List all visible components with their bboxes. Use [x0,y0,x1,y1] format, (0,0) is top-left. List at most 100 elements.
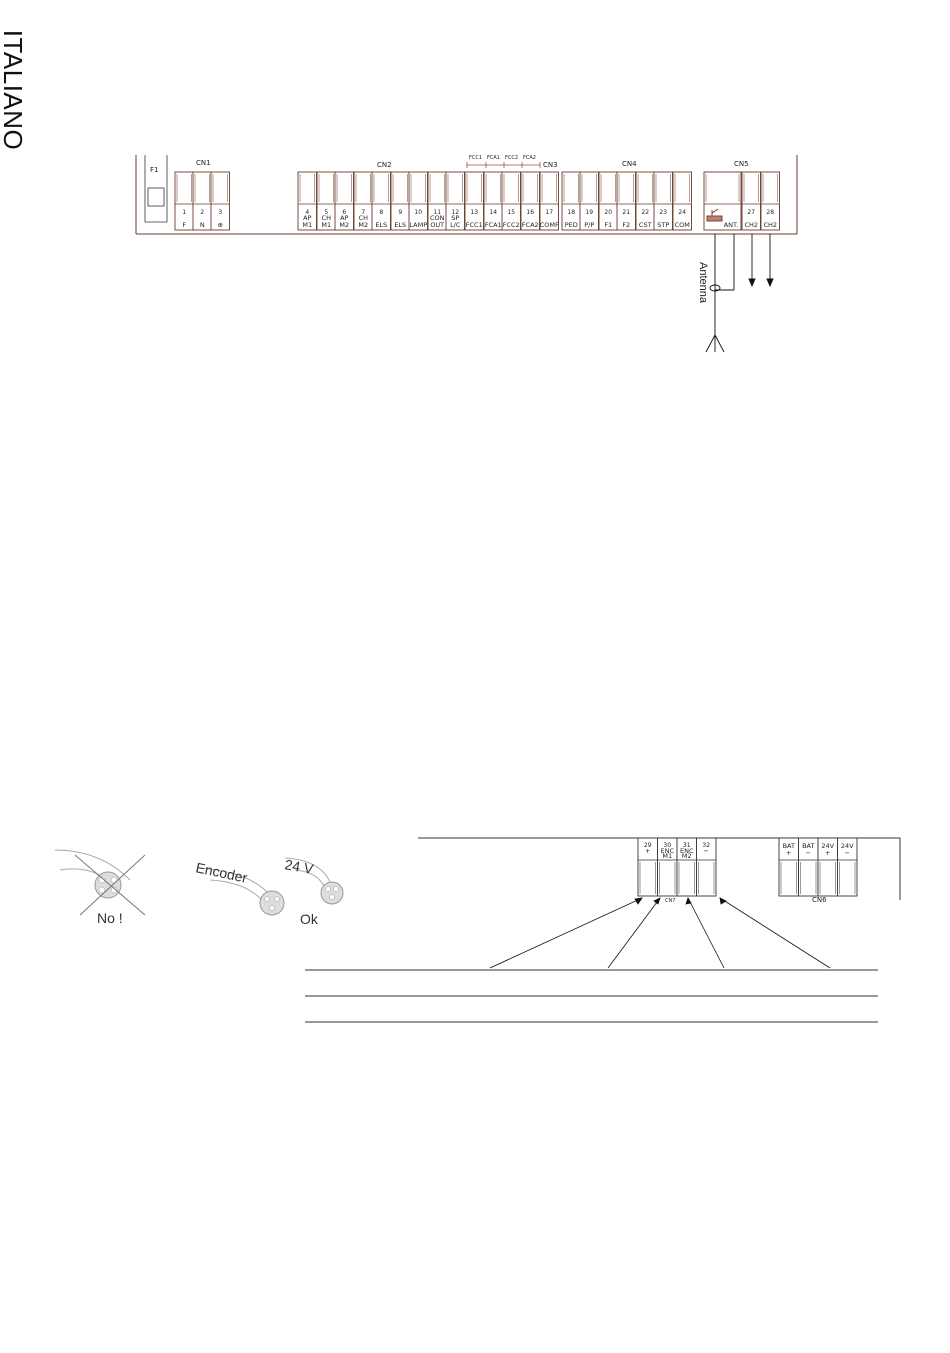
cn5-label: CN5 [734,160,749,168]
terminal-number: 20 [604,209,612,216]
terminal-number: 12 [451,209,459,216]
terminal-number: 2 [200,209,204,216]
terminal-number: 11 [433,209,441,216]
terminal-sublabel: M1 [662,852,672,860]
terminal-label: FCC2 [503,221,520,229]
cn6-label: CN6 [812,896,827,904]
terminal-label: STP [657,221,669,229]
terminal-number: 5 [324,209,328,216]
terminal-label: FCC1 [466,221,483,229]
top-terminal-1: 1F [174,171,194,231]
limit-switch-jumpers [466,162,541,168]
terminal-number: 1 [182,209,186,216]
terminal-label: AP [303,214,311,222]
terminal-label: P/P [584,221,594,229]
terminal-label: + [645,847,650,855]
terminal-label: BAT [802,842,814,850]
terminal-label: BAT [783,842,795,850]
terminal-sublabel: M2 [339,221,349,229]
cn6-terminal-2: 24V+ [817,837,838,897]
encoder-label: Encoder [194,859,249,886]
ok-label: Ok [300,911,319,927]
terminal-label: F1 [604,221,612,229]
top-label-fca2: FCA2 [523,155,536,161]
terminal-label: CH [359,214,369,222]
terminal-label: 24V [821,842,834,850]
antenna-label: Antenna [697,262,709,304]
cn6-terminal-strip: BAT+BAT−24V+24V− [778,837,858,897]
cn7-terminal-0: 29+ [637,837,658,897]
terminal-number: 15 [507,209,515,216]
terminal-label: N [200,221,205,229]
terminal-label: AP [340,214,348,222]
terminal-number: 18 [567,209,575,216]
top-terminal-19: 19P/P [579,171,599,231]
terminal-sublabel: + [786,849,791,857]
terminal-label: LAMP [409,221,427,229]
terminal-number: 17 [545,209,553,216]
terminal-number: 6 [342,209,346,216]
top-label-fcc1: FCC1 [469,155,482,161]
v24-label: 24 V [283,856,315,877]
terminal-label: ELS [394,221,406,229]
leader-lines [489,897,831,969]
terminal-label: F [182,221,186,229]
terminal-sublabel: − [845,849,850,857]
terminal-sublabel: − [806,849,811,857]
terminal-label: CST [639,221,652,229]
antenna-wiring [705,234,735,353]
power-connector-icon [284,857,344,905]
top-label-fca1: FCA1 [487,155,500,161]
antenna-receiver-icon [706,208,723,222]
terminal-number: 9 [398,209,402,216]
terminal-label: PED [565,221,578,229]
terminal-number: 32 [702,842,710,849]
cn2-label: CN2 [377,161,392,169]
ch2-arrows [748,234,774,288]
terminal-sublabel: M1 [321,221,331,229]
terminal-sublabel: L/C [450,221,461,229]
terminal-number: 23 [659,209,667,216]
terminal-number: 8 [379,209,383,216]
terminal-label: CON [430,214,445,222]
top-board-outline [135,155,798,235]
wrong-connector-icon [54,849,146,916]
terminal-label: FCA2 [522,221,539,229]
terminal-label: F2 [622,221,630,229]
terminal-label: − [704,847,709,855]
terminal-label: COMF [540,221,559,229]
cn7-terminal-3: 32− [696,837,717,897]
wiring-lines [305,969,878,1023]
terminal-number: 21 [622,209,630,216]
terminal-label: ⊕ [218,221,223,229]
terminal-label: CH2 [763,221,777,229]
terminal-number: 19 [585,209,593,216]
terminal-sublabel: M2 [358,221,368,229]
terminal-label: SP [451,214,459,222]
terminal-sublabel: M1 [302,221,312,229]
terminal-sublabel: OUT [430,221,444,229]
terminal-label: FCA1 [485,221,502,229]
cn3-label: CN3 [543,161,558,169]
terminal-number: 13 [470,209,478,216]
no-label: No ! [97,910,123,926]
terminal-number: 30 [663,842,671,849]
